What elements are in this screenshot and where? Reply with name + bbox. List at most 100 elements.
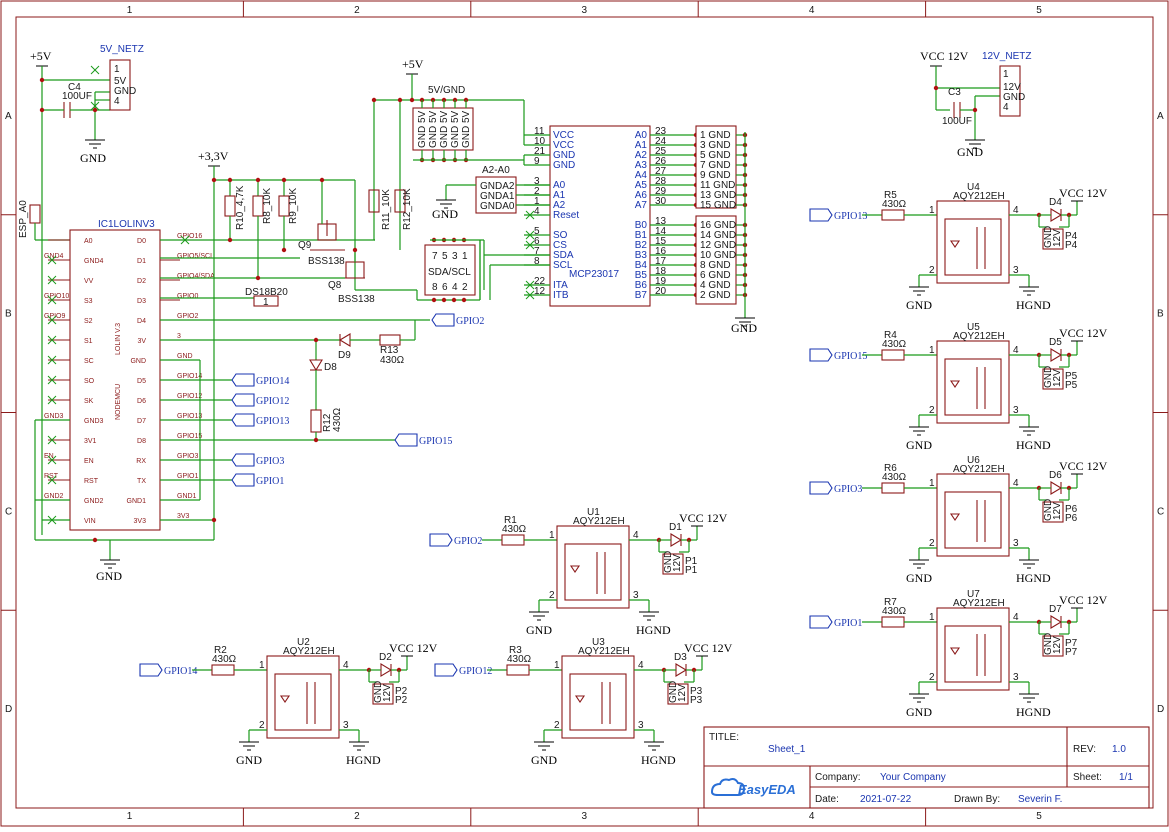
relay-pin-gnd: 2 [549,590,555,601]
row-mark-left: B [5,309,12,320]
relay-p-name-2: P1 [685,565,698,576]
relay-vcc-label: VCC 12V [679,511,728,525]
relay-p-connector [1042,501,1064,523]
relay-pin-hgnd: 3 [1013,265,1019,276]
nodemcu-right-pin: D2 [137,278,146,285]
a2a0-body [475,176,517,214]
mcp-right-pin-num: 19 [655,276,667,287]
relay-port-gpio3: GPIO3 [834,484,862,495]
relay-pin-gnd: 2 [929,538,935,549]
connector-12v-netz [999,65,1021,117]
logo-text: EasyEDA [738,782,796,797]
relay-pin-in: 1 [549,530,555,541]
port-gpio12: GPIO12 [256,396,289,407]
mcp-right-pin-name: A7 [635,200,648,211]
nodemcu-right-pin: D4 [137,318,146,325]
jumper-pin-label: GND 5V [428,110,439,148]
nodemcu-left-net: RST [44,473,59,480]
relay-pin-gnd: 2 [929,405,935,416]
relay-u-name: U2 [297,637,310,648]
q9-part: BSS138 [308,256,345,267]
relay-gnd-label: GND [236,753,262,767]
relay-p-pin-gnd: GND [1043,499,1054,521]
jumper-pin-label: GND 5V [461,110,472,148]
header-a-pin: 15 GND [700,200,736,211]
sdascl-top-pin: 5 [442,251,448,262]
relay-port-gpio2: GPIO2 [454,536,482,547]
relay-pin-in: 1 [259,660,265,671]
relay-d-name: D7 [1049,604,1062,615]
mcp-left-pin-num: 4 [534,206,540,217]
nodemcu-right-pin: D7 [137,418,146,425]
relay-p-connector [1042,635,1064,657]
mcp-right-pin-num: 24 [655,136,667,147]
title-label: TITLE: [709,732,739,743]
mcp-left-pin-num: 7 [534,246,540,257]
port-gpio13: GPIO13 [256,416,289,427]
relay-vcc-label: VCC 12V [1059,593,1108,607]
nodemcu-left-pin: S3 [84,298,93,305]
mcp-right-pin-num: 28 [655,176,667,187]
jumper-pin-label: GND 5V [439,110,450,148]
header-b-pin: 16 GND [700,220,736,231]
relay-pin-out: 4 [638,660,644,671]
port-gpio14: GPIO14 [256,376,289,387]
mcp-right-pin-num: 14 [655,226,667,237]
column-mark-top: 3 [582,5,588,16]
nodemcu-right-pin: D8 [137,438,146,445]
column-mark-top: 2 [354,5,360,16]
nodemcu-right-net: GPIO4/SDA [177,273,215,280]
relay-part: AQY212EH [953,331,1005,342]
relay-p-name: P2 [395,686,408,697]
nodemcu-left-pin: SC [84,358,94,365]
mcp-right-pin-name: A3 [635,160,648,171]
column-mark-bottom: 1 [127,811,133,822]
relay-p-pin-gnd: GND [373,681,384,703]
relay-pin-gnd: 2 [259,720,265,731]
relay-vcc-label: VCC 12V [684,641,733,655]
esp-a0-text: ESP_A0 [18,200,29,238]
port-gpio3: GPIO3 [256,456,284,467]
relay-body [266,655,340,739]
mcp-right-pin-num: 25 [655,146,667,157]
date-label: Date: [815,794,839,805]
relay-d-name: D5 [1049,337,1062,348]
relay-r-name: R7 [884,597,897,608]
relay-r-name: R1 [504,515,517,526]
nodemcu-right-net: GPIO12 [177,393,202,400]
relay-vcc-label: VCC 12V [389,641,438,655]
a2a0-name: A2-A0 [482,165,510,176]
easyeda-logo: EasyEDA [710,778,796,797]
nodemcu-left-net: GND4 [44,253,64,260]
power-input-12v: VCC 12V 12V_NETZ 1 12V GND 4 C3 100UF GN… [920,49,1031,159]
relay-p-pin-12v: 12V [382,684,393,702]
relay-p-pin-12v: 12V [1052,502,1063,520]
nodemcu-left-pin: VIN [84,518,96,525]
relay-r-name: R4 [884,330,897,341]
r10-name: R10_4,7K [235,185,246,230]
relay-pin-hgnd: 3 [638,720,644,731]
mcp-left-pin-num: 21 [534,146,546,157]
column-mark-top: 1 [127,5,133,16]
mcp-left-pin-name: SCL [553,260,573,271]
mcp-left-pin-name: A2 [553,200,566,211]
q8-designator: Q8 [328,280,342,291]
vcc12-netz-label: VCC 12V [920,49,969,63]
relay-p-pin-12v: 12V [1052,636,1063,654]
level-shifter-mosfets: Q9 BSS138 Q8 BSS138 [298,177,375,305]
relay-pin-out: 4 [633,530,639,541]
mcp-right-pin-num: 29 [655,186,667,197]
mcp-right-pin-name: B4 [635,260,648,271]
relay-d-name: D3 [674,652,687,663]
relay-r-name: R2 [214,645,227,656]
mcp-right-pin-name: A4 [635,170,648,181]
relay-p-name: P4 [1065,231,1078,242]
gnd-label-c4: GND [80,151,106,165]
relay-hgnd-label: HGND [1016,705,1051,719]
mcp-right-pin-name: B5 [635,270,648,281]
r11-name: R11_10K [381,189,392,230]
relay-pin-hgnd: 3 [633,590,639,601]
